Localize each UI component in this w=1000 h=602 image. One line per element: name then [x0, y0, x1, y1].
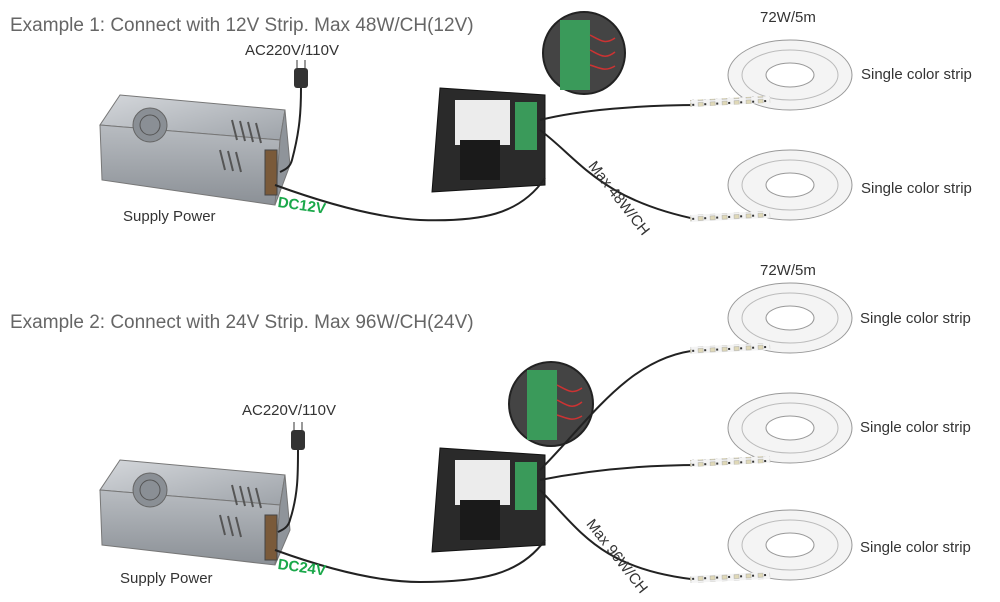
strip-label-4: Single color strip	[860, 419, 971, 436]
strip-label-1: Single color strip	[861, 66, 972, 83]
ac-input-label: AC220V/110V	[245, 42, 339, 59]
led-strip-5-icon	[690, 509, 853, 583]
strip-rating-label: 72W/5m	[760, 9, 816, 26]
dimmer-controller-icon	[431, 447, 546, 553]
led-strip-4-icon	[690, 392, 853, 467]
led-strip-2-icon	[690, 149, 853, 222]
example-1-title: Example 1: Connect with 12V Strip. Max 4…	[10, 15, 474, 36]
led-strip-1-icon	[690, 39, 853, 111]
ac-input-label: AC220V/110V	[242, 402, 336, 419]
wires-example-1	[274, 104, 701, 222]
strip-label-5: Single color strip	[860, 539, 971, 556]
terminal-zoom-icon	[542, 11, 626, 95]
example-2-title: Example 2: Connect with 24V Strip. Max 9…	[10, 312, 474, 333]
dimmer-controller-icon	[431, 87, 546, 193]
ac-plug-icon	[279, 60, 308, 173]
wires-example-2	[274, 349, 701, 584]
power-supply-icon	[99, 459, 291, 566]
led-strip-3-icon	[690, 282, 853, 354]
power-supply-icon	[99, 94, 291, 206]
example-1-group	[99, 11, 853, 222]
strip-label-3: Single color strip	[860, 310, 971, 327]
terminal-zoom-icon	[508, 361, 594, 447]
strip-rating-label: 72W/5m	[760, 262, 816, 279]
supply-power-label: Supply Power	[123, 208, 216, 225]
strip-label-2: Single color strip	[861, 180, 972, 197]
example-2-group	[99, 282, 853, 584]
ac-plug-icon	[277, 422, 305, 533]
supply-power-label: Supply Power	[120, 570, 213, 587]
